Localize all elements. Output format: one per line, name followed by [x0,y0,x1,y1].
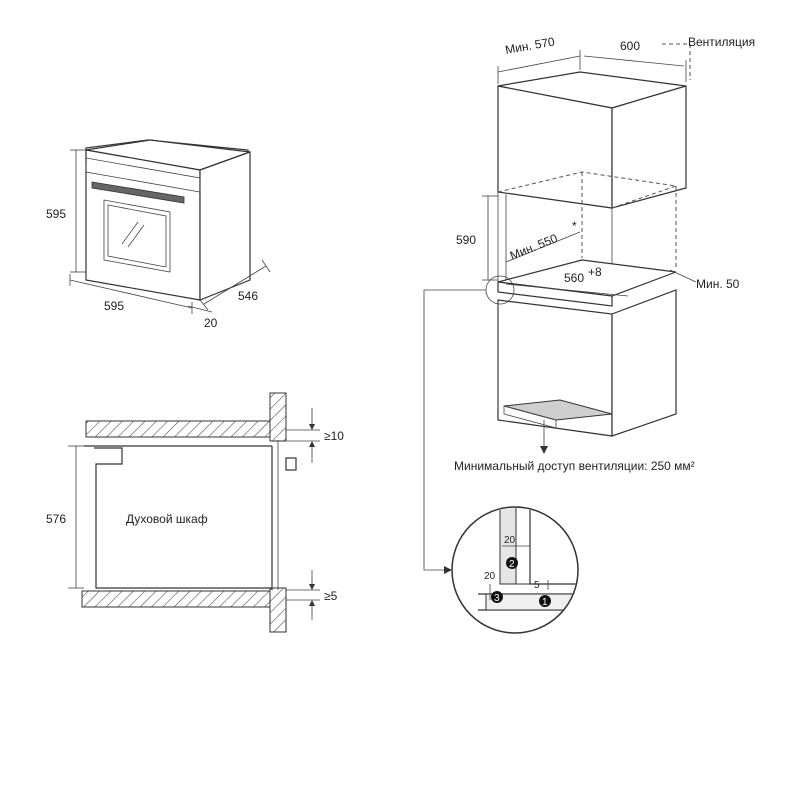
section-height-label: 576 [46,512,66,526]
oven-3d-view: 595 595 546 20 [46,139,271,330]
detail-marker-2: 2 [509,559,515,570]
section-top-gap-label: ≥10 [324,429,344,443]
cabinet-depth-label: 600 [620,39,640,53]
oven-height-label: 595 [46,207,66,221]
cabinet-ventilation-label: Вентиляция [688,35,755,49]
detail-marker-3: 3 [494,593,500,604]
section-cabinet-label: Духовой шкаф [126,512,208,526]
detail-marker-1: 1 [542,597,548,608]
cabinet-min-depth-label: Мин. 550 [508,231,560,263]
detail-view: 20 20 5 2 1 3 [451,506,579,634]
cabinet-niche-width-label: 560 [564,271,584,285]
detail-dim-gap: 5 [534,580,540,591]
detail-dim-top: 20 [504,535,516,546]
section-bottom-gap-label: ≥5 [324,589,338,603]
oven-door-offset-label: 20 [204,316,218,330]
cabinet-asterisk-label: * [572,219,577,233]
detail-dim-left: 20 [484,571,496,582]
oven-depth-label: 546 [238,289,258,303]
cabinet-min-width-label: Мин. 570 [504,34,556,57]
cabinet-vent-access-label: Минимальный доступ вентиляции: 250 мм² [454,459,695,473]
cabinet-niche-height-label: 590 [456,233,476,247]
oven-width-label: 595 [104,299,124,313]
section-view: 576 Духовой шкаф ≥10 ≥5 [46,392,344,633]
cabinet-min-gap-label: Мин. 50 [696,277,740,291]
cabinet-niche-width-tolerance: +8 [588,265,602,279]
cabinet-3d-view: Мин. 570 600 Вентиляция 590 Мин. 550 * 5… [423,34,755,574]
